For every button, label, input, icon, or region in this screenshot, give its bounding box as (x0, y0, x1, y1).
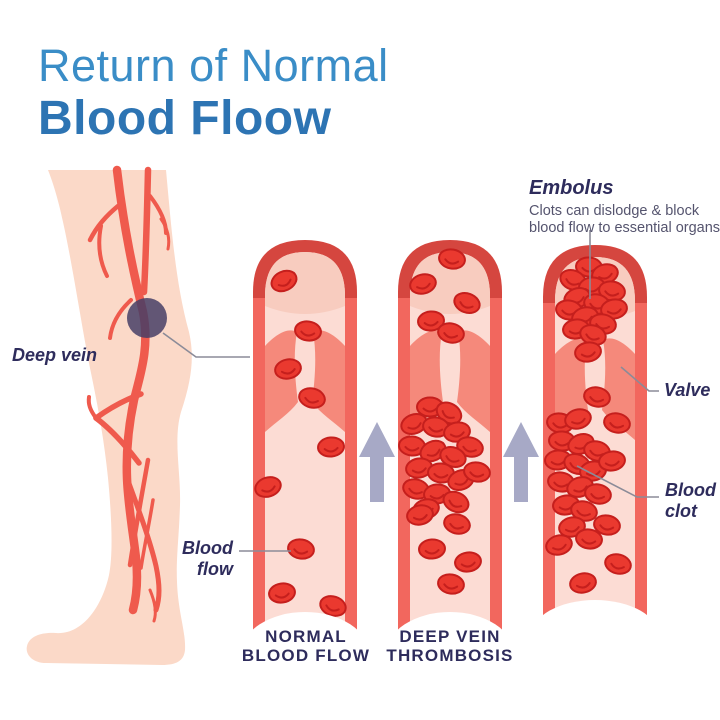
valve-leaflet (265, 330, 298, 432)
blood-flow-label-line1: Blood (182, 538, 233, 558)
vessel1-caption-line1: NORMAL (265, 627, 347, 646)
deep-vein-label: Deep vein (12, 345, 98, 365)
embolus-description-line1: Clots can dislodge & block (529, 203, 700, 219)
valve-connector-line (620, 366, 659, 392)
connector-lines (162, 230, 659, 552)
blood-clot-connector-line (576, 465, 659, 498)
valve-leaflet (457, 330, 490, 432)
leg-veins (86, 165, 171, 623)
title-line-1: Return of Normal (38, 40, 389, 91)
vessel-deep-vein-thrombosis (386, 240, 514, 696)
blood-flow-label-line2: flow (197, 559, 233, 579)
embolus-description-line2: blood flow to essential organs (529, 219, 720, 236)
blood-clot-label-line1: Blood (665, 480, 716, 500)
page-title: Return of Normal Blood Floow (38, 40, 389, 146)
up-arrow-icon (503, 422, 539, 502)
vessel2-caption-line2: THROMBOSIS (386, 646, 514, 665)
vessel1-caption: NORMAL BLOOD FLOW (236, 627, 376, 665)
leg-illustration (26, 165, 192, 665)
leg-skin (26, 170, 192, 665)
embolus-title: Embolus (529, 177, 614, 199)
title-line-2: Blood Floow (38, 92, 332, 145)
valve-label: Valve (664, 380, 711, 400)
vessel2-caption: DEEP VEIN THROMBOSIS (380, 627, 520, 665)
blood-clot-label: Blood clot (665, 480, 716, 522)
up-arrow-icon (359, 422, 395, 502)
red-blood-cell (417, 537, 447, 561)
vessel2-caption-line1: DEEP VEIN (399, 627, 501, 646)
deep-vein-connector-line (162, 332, 250, 358)
vessel-embolus (531, 245, 659, 672)
embolus-annotation: Embolus Clots can dislodge & block blood… (529, 177, 720, 236)
deep-vein-marker (127, 298, 167, 338)
vessel-normal-blood-flow (241, 240, 369, 696)
vessel1-caption-line2: BLOOD FLOW (241, 646, 371, 665)
blood-flow-label: Blood flow (150, 538, 233, 580)
blood-clot-label-line2: clot (665, 501, 698, 521)
